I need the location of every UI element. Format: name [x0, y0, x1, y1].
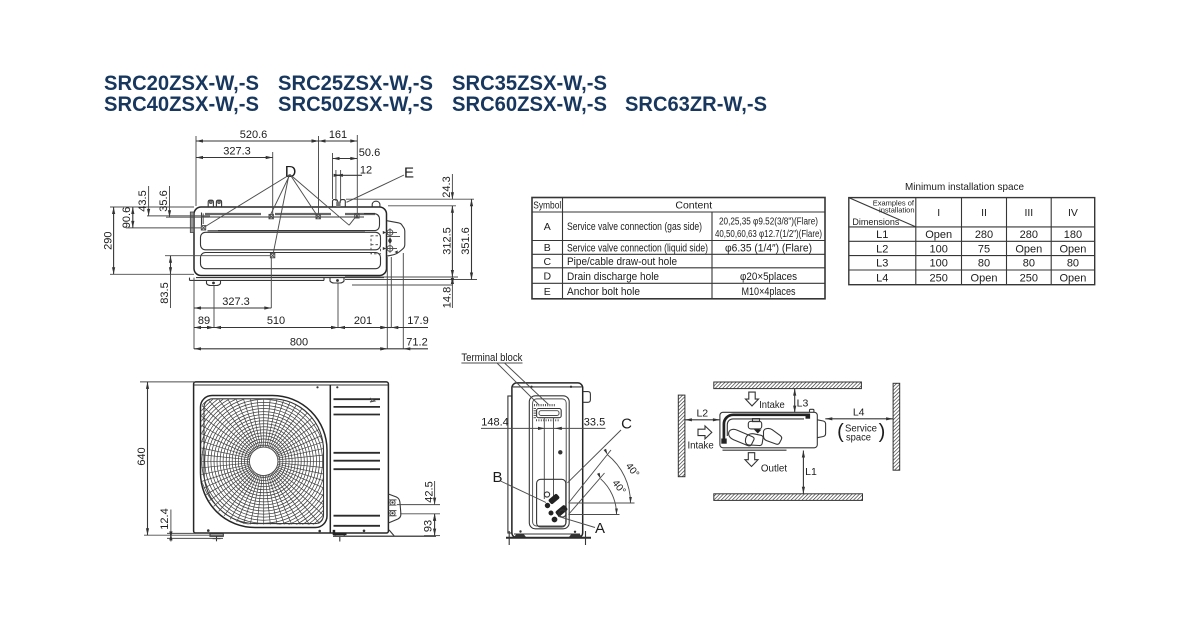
svg-text:Open: Open — [925, 229, 952, 241]
svg-text:C: C — [543, 256, 551, 268]
svg-text:93: 93 — [423, 520, 435, 532]
svg-text:640: 640 — [136, 447, 148, 465]
svg-text:SRC40ZSX-W,-S: SRC40ZSX-W,-S — [104, 93, 259, 116]
svg-text:Open: Open — [1059, 243, 1086, 255]
svg-text:Service: Service — [845, 423, 877, 435]
svg-text:20,25,35 φ9.52(3/8")(Flare): 20,25,35 φ9.52(3/8")(Flare) — [719, 217, 818, 228]
svg-text:III: III — [1024, 207, 1033, 219]
svg-text:24.3: 24.3 — [441, 176, 453, 197]
svg-text:installation: installation — [879, 205, 914, 214]
svg-text:L1: L1 — [876, 229, 888, 241]
svg-text:Terminal block: Terminal block — [461, 352, 522, 364]
svg-text:SRC50ZSX-W,-S: SRC50ZSX-W,-S — [278, 93, 433, 116]
svg-text:Drain discharge hole: Drain discharge hole — [567, 271, 659, 283]
svg-text:250: 250 — [929, 272, 947, 284]
svg-text:Intake: Intake — [759, 399, 785, 411]
svg-text:A: A — [544, 221, 551, 233]
svg-text:Open: Open — [971, 272, 998, 284]
svg-text:250: 250 — [1020, 272, 1038, 284]
svg-text:Outlet: Outlet — [761, 462, 787, 474]
svg-text:Open: Open — [1059, 272, 1086, 284]
svg-text:12: 12 — [360, 165, 372, 177]
svg-text:100: 100 — [929, 258, 947, 270]
svg-text:φ6.35 (1/4″) (Flare): φ6.35 (1/4″) (Flare) — [725, 243, 812, 255]
svg-text:Open: Open — [1015, 243, 1042, 255]
svg-text:φ20×5places: φ20×5places — [740, 271, 797, 283]
svg-text:280: 280 — [975, 229, 993, 241]
svg-text:510: 510 — [267, 315, 285, 327]
svg-text:C: C — [621, 416, 632, 433]
svg-text:SRC60ZSX-W,-S: SRC60ZSX-W,-S — [452, 93, 607, 116]
svg-text:B: B — [492, 469, 502, 486]
svg-text:33.5: 33.5 — [584, 417, 605, 429]
svg-text:100: 100 — [929, 243, 947, 255]
svg-text:L3: L3 — [876, 258, 888, 270]
svg-text:180: 180 — [1064, 229, 1082, 241]
svg-text:Service valve connection (liqu: Service valve connection (liquid side) — [567, 243, 708, 255]
svg-text:43.5: 43.5 — [137, 190, 149, 211]
svg-text:Pipe/cable draw-out hole: Pipe/cable draw-out hole — [567, 256, 677, 268]
svg-text:L4: L4 — [876, 272, 888, 284]
svg-text:40,50,60,63 φ12.7(1/2")(Flare): 40,50,60,63 φ12.7(1/2")(Flare) — [715, 229, 822, 240]
svg-text:IV: IV — [1068, 207, 1078, 219]
svg-text:89: 89 — [198, 315, 210, 327]
svg-text:161: 161 — [329, 129, 347, 141]
svg-text:E: E — [404, 165, 414, 182]
svg-text:Service valve connection (gas: Service valve connection (gas side) — [567, 221, 702, 233]
svg-text:space: space — [846, 432, 871, 444]
svg-text:14.8: 14.8 — [441, 287, 453, 308]
svg-text:17.9: 17.9 — [407, 315, 428, 327]
svg-text:L2: L2 — [876, 243, 888, 255]
svg-text:50.6: 50.6 — [359, 147, 380, 159]
svg-text:(: ( — [837, 421, 844, 443]
svg-text:80: 80 — [978, 258, 990, 270]
svg-text:B: B — [544, 242, 551, 254]
svg-text:L3: L3 — [797, 398, 809, 410]
svg-text:I: I — [937, 207, 940, 219]
svg-text:L4: L4 — [853, 406, 865, 418]
svg-text:280: 280 — [1020, 229, 1038, 241]
svg-text:SRC63ZR-W,-S: SRC63ZR-W,-S — [625, 93, 767, 116]
svg-text:71.2: 71.2 — [406, 337, 427, 349]
svg-text:Dimensions: Dimensions — [852, 217, 900, 227]
svg-text:): ) — [879, 421, 886, 443]
svg-text:75: 75 — [978, 243, 990, 255]
svg-text:SRC25ZSX-W,-S: SRC25ZSX-W,-S — [278, 72, 433, 95]
svg-text:290: 290 — [102, 232, 114, 250]
svg-text:Examples of: Examples of — [873, 198, 915, 207]
svg-text:312.5: 312.5 — [442, 227, 454, 255]
svg-text:SRC35ZSX-W,-S: SRC35ZSX-W,-S — [452, 72, 607, 95]
svg-text:12.4: 12.4 — [159, 508, 171, 529]
svg-text:327.3: 327.3 — [223, 146, 251, 158]
svg-text:SRC20ZSX-W,-S: SRC20ZSX-W,-S — [104, 72, 259, 95]
svg-text:D: D — [285, 164, 297, 181]
svg-text:148.4: 148.4 — [481, 417, 509, 429]
svg-text:520.6: 520.6 — [240, 129, 268, 141]
svg-text:D: D — [543, 270, 551, 282]
svg-text:II: II — [981, 207, 987, 219]
svg-text:83.5: 83.5 — [159, 282, 171, 303]
svg-text:Minimum installation space: Minimum installation space — [905, 181, 1024, 193]
svg-text:A: A — [595, 520, 605, 537]
svg-text:L1: L1 — [805, 466, 817, 478]
svg-text:800: 800 — [290, 337, 308, 349]
svg-text:Symbol: Symbol — [533, 200, 561, 212]
svg-text:90.6: 90.6 — [121, 207, 133, 228]
svg-text:42.5: 42.5 — [424, 481, 436, 502]
svg-text:351.6: 351.6 — [460, 227, 472, 255]
svg-text:L2: L2 — [696, 407, 708, 419]
svg-text:80: 80 — [1067, 258, 1079, 270]
svg-text:80: 80 — [1023, 258, 1035, 270]
svg-text:Anchor bolt hole: Anchor bolt hole — [567, 286, 640, 298]
svg-text:327.3: 327.3 — [222, 296, 250, 308]
svg-text:35.6: 35.6 — [158, 190, 170, 211]
svg-text:M10×4places: M10×4places — [742, 286, 796, 298]
svg-text:201: 201 — [354, 315, 372, 327]
svg-text:Content: Content — [675, 200, 712, 212]
svg-text:E: E — [544, 286, 551, 298]
svg-text:Intake: Intake — [687, 439, 713, 451]
